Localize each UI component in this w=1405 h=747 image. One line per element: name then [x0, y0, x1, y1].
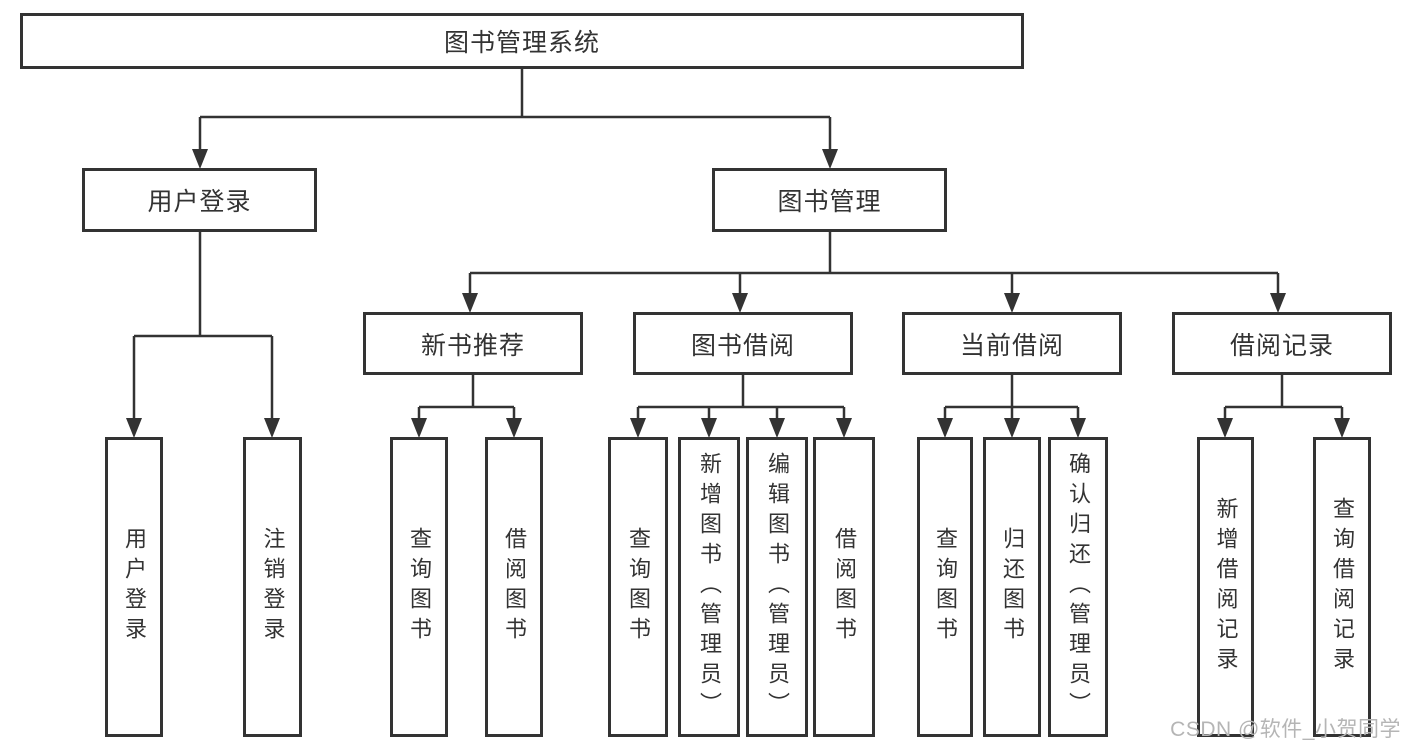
node-library-system-label: 图书管理系统 — [443, 29, 600, 57]
leaf-edit-books-admin: 编辑图书（管理员） — [746, 437, 808, 737]
node-new-book-recommendation-label: 新书推荐 — [420, 331, 525, 360]
leaf-borrow-books-label: 借阅图书 — [832, 527, 857, 647]
leaf-return-books-label: 归还图书 — [1000, 527, 1025, 647]
leaf-user-login: 用户登录 — [105, 437, 163, 737]
node-user-login-label: 用户登录 — [147, 188, 252, 216]
node-new-book-recommendation: 新书推荐 — [363, 312, 583, 375]
leaf-query-books-recommend-label: 查询图书 — [407, 527, 432, 647]
leaf-logout-label: 注销登录 — [260, 527, 286, 647]
csdn-watermark: CSDN @软件_小贺同学 — [1170, 718, 1401, 741]
leaf-add-books-admin: 新增图书（管理员） — [678, 437, 740, 737]
node-borrowing-records: 借阅记录 — [1172, 312, 1392, 375]
node-current-borrowing: 当前借阅 — [902, 312, 1122, 375]
leaf-query-borrow-record-label: 查询借阅记录 — [1330, 497, 1355, 677]
node-book-management: 图书管理 — [712, 168, 947, 232]
leaf-query-books-borrow-label: 查询图书 — [626, 527, 651, 647]
node-user-login: 用户登录 — [82, 168, 317, 232]
leaf-borrow-books-recommend-label: 借阅图书 — [502, 527, 527, 647]
leaf-query-books-current: 查询图书 — [917, 437, 973, 737]
leaf-user-login-label: 用户登录 — [122, 527, 147, 647]
leaf-add-books-admin-label: 新增图书（管理员） — [697, 452, 722, 722]
node-library-system: 图书管理系统 — [20, 13, 1024, 69]
leaf-edit-books-admin-label: 编辑图书（管理员） — [765, 452, 790, 722]
node-book-borrowing-label: 图书借阅 — [690, 331, 795, 360]
leaf-query-books-recommend: 查询图书 — [390, 437, 448, 737]
leaf-logout: 注销登录 — [243, 437, 302, 737]
leaf-query-borrow-record: 查询借阅记录 — [1313, 437, 1371, 737]
node-book-borrowing: 图书借阅 — [633, 312, 853, 375]
leaf-confirm-return-admin: 确认归还（管理员） — [1048, 437, 1108, 737]
node-borrowing-records-label: 借阅记录 — [1229, 331, 1334, 360]
leaf-return-books: 归还图书 — [983, 437, 1041, 737]
leaf-add-borrow-record: 新增借阅记录 — [1197, 437, 1254, 737]
leaf-borrow-books-recommend: 借阅图书 — [485, 437, 543, 737]
leaf-borrow-books: 借阅图书 — [813, 437, 875, 737]
leaf-add-borrow-record-label: 新增借阅记录 — [1213, 497, 1239, 677]
leaf-query-books-borrow: 查询图书 — [608, 437, 668, 737]
leaf-confirm-return-admin-label: 确认归还（管理员） — [1066, 452, 1091, 722]
node-book-management-label: 图书管理 — [777, 188, 882, 216]
leaf-query-books-current-label: 查询图书 — [933, 527, 958, 647]
node-current-borrowing-label: 当前借阅 — [959, 331, 1064, 360]
